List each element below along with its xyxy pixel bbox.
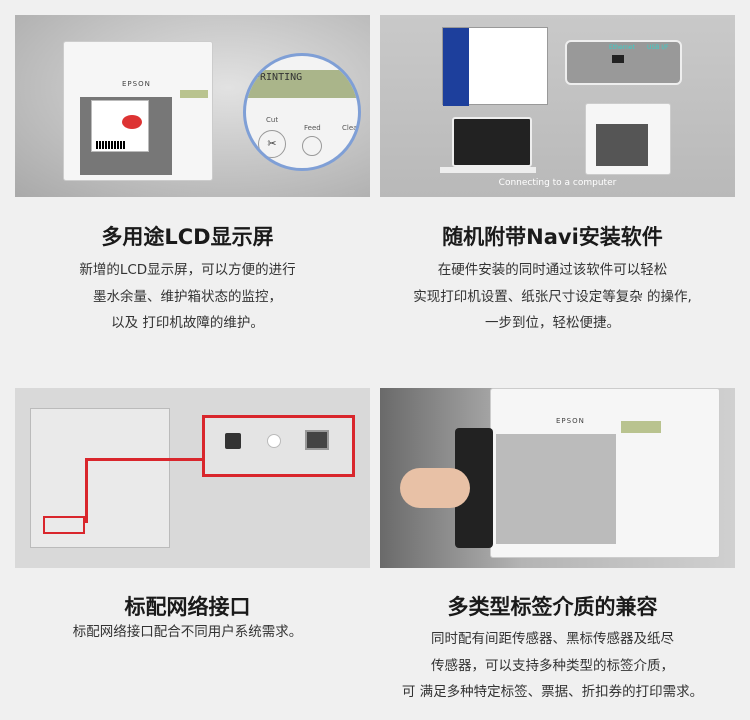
feed-button-icon bbox=[302, 136, 322, 156]
printer-body: EPSON bbox=[63, 41, 213, 181]
desc-line: 同时配有间距传感器、黑标传感器及纸尽 bbox=[431, 631, 674, 647]
feature-title-media: 多类型标签介质的兼容 bbox=[447, 595, 658, 619]
desc-line: 一步到位，轻松便捷。 bbox=[485, 315, 620, 331]
lcd-screen bbox=[621, 421, 661, 433]
feature-title-navi: 随机附带Navi安装软件 bbox=[442, 225, 663, 249]
connecting-image: Ethernet USB I/F Connecting to a compute… bbox=[380, 15, 735, 197]
feature-desc-media: 同时配有间距传感器、黑标传感器及纸尽 传感器，可以支持多种类型的标签介质， 可 … bbox=[365, 626, 740, 706]
label-sample bbox=[91, 100, 149, 152]
cut-label: Cut bbox=[266, 116, 279, 124]
feature-desc-navi: 在硬件安装的同时通过该软件可以轻松 实现打印机设置、纸张尺寸设定等复杂 的操作,… bbox=[365, 257, 740, 337]
feature-title-network: 标配网络接口 bbox=[124, 595, 251, 619]
printer-back bbox=[30, 408, 170, 548]
usb-label: USB I/F bbox=[647, 44, 669, 51]
desc-line: 可 满足多种特定标签、票据、折扣券的打印需求。 bbox=[401, 684, 704, 700]
port-highlight-small bbox=[43, 516, 85, 534]
lcd-callout: PRINTING Cut Feed Clean ✂ bbox=[243, 53, 361, 171]
hand bbox=[400, 468, 470, 508]
lcd-screen: PRINTING bbox=[246, 70, 358, 98]
desc-line: 新增的LCD显示屏，可以方便的进行 bbox=[79, 262, 296, 278]
printer-body: EPSON bbox=[490, 388, 720, 558]
ethernet-label: Ethernet bbox=[609, 44, 635, 51]
feed-label: Feed bbox=[304, 124, 321, 132]
port-highlight-large bbox=[202, 415, 355, 477]
clean-label: Clean bbox=[342, 124, 361, 132]
ports-callout: Ethernet USB I/F bbox=[565, 40, 682, 85]
image-caption: Connecting to a computer bbox=[498, 178, 617, 188]
feature-title-lcd: 多用途LCD显示屏 bbox=[101, 225, 274, 249]
feature-desc-lcd: 新增的LCD显示屏，可以方便的进行 墨水余量、维护箱状态的监控， 以及 打印机故… bbox=[0, 257, 375, 337]
usb-port-icon bbox=[225, 433, 241, 449]
printer-body bbox=[585, 103, 671, 175]
media-loading-image: EPSON bbox=[380, 388, 735, 568]
ethernet-port-icon bbox=[305, 430, 329, 450]
desc-line: 在硬件安装的同时通过该软件可以轻松 bbox=[437, 262, 668, 278]
desc-line: 实现打印机设置、纸张尺寸设定等复杂 的操作, bbox=[413, 288, 692, 305]
ethernet-port-icon bbox=[612, 55, 624, 63]
desc-line: 传感器，可以支持多种类型的标签介质， bbox=[431, 657, 674, 674]
desc-line: 以及 打印机故障的维护。 bbox=[111, 315, 264, 331]
lcd-printer-image: EPSON PRINTING Cut Feed Clean ✂ bbox=[15, 15, 370, 197]
scissors-icon: ✂ bbox=[258, 130, 286, 158]
network-port-image bbox=[15, 388, 370, 568]
installer-window bbox=[442, 27, 548, 106]
laptop-keyboard bbox=[440, 167, 536, 173]
feature-desc-network: 标配网络接口配合不同用户系统需求。 bbox=[0, 619, 375, 646]
power-port-icon bbox=[267, 434, 281, 448]
lcd-small bbox=[180, 90, 208, 98]
laptop bbox=[452, 117, 532, 167]
desc-line: 墨水余量、维护箱状态的监控， bbox=[93, 288, 282, 305]
brand-logo: EPSON bbox=[556, 417, 585, 425]
brand-logo: EPSON bbox=[122, 80, 151, 88]
desc-line: 标配网络接口配合不同用户系统需求。 bbox=[72, 624, 303, 640]
